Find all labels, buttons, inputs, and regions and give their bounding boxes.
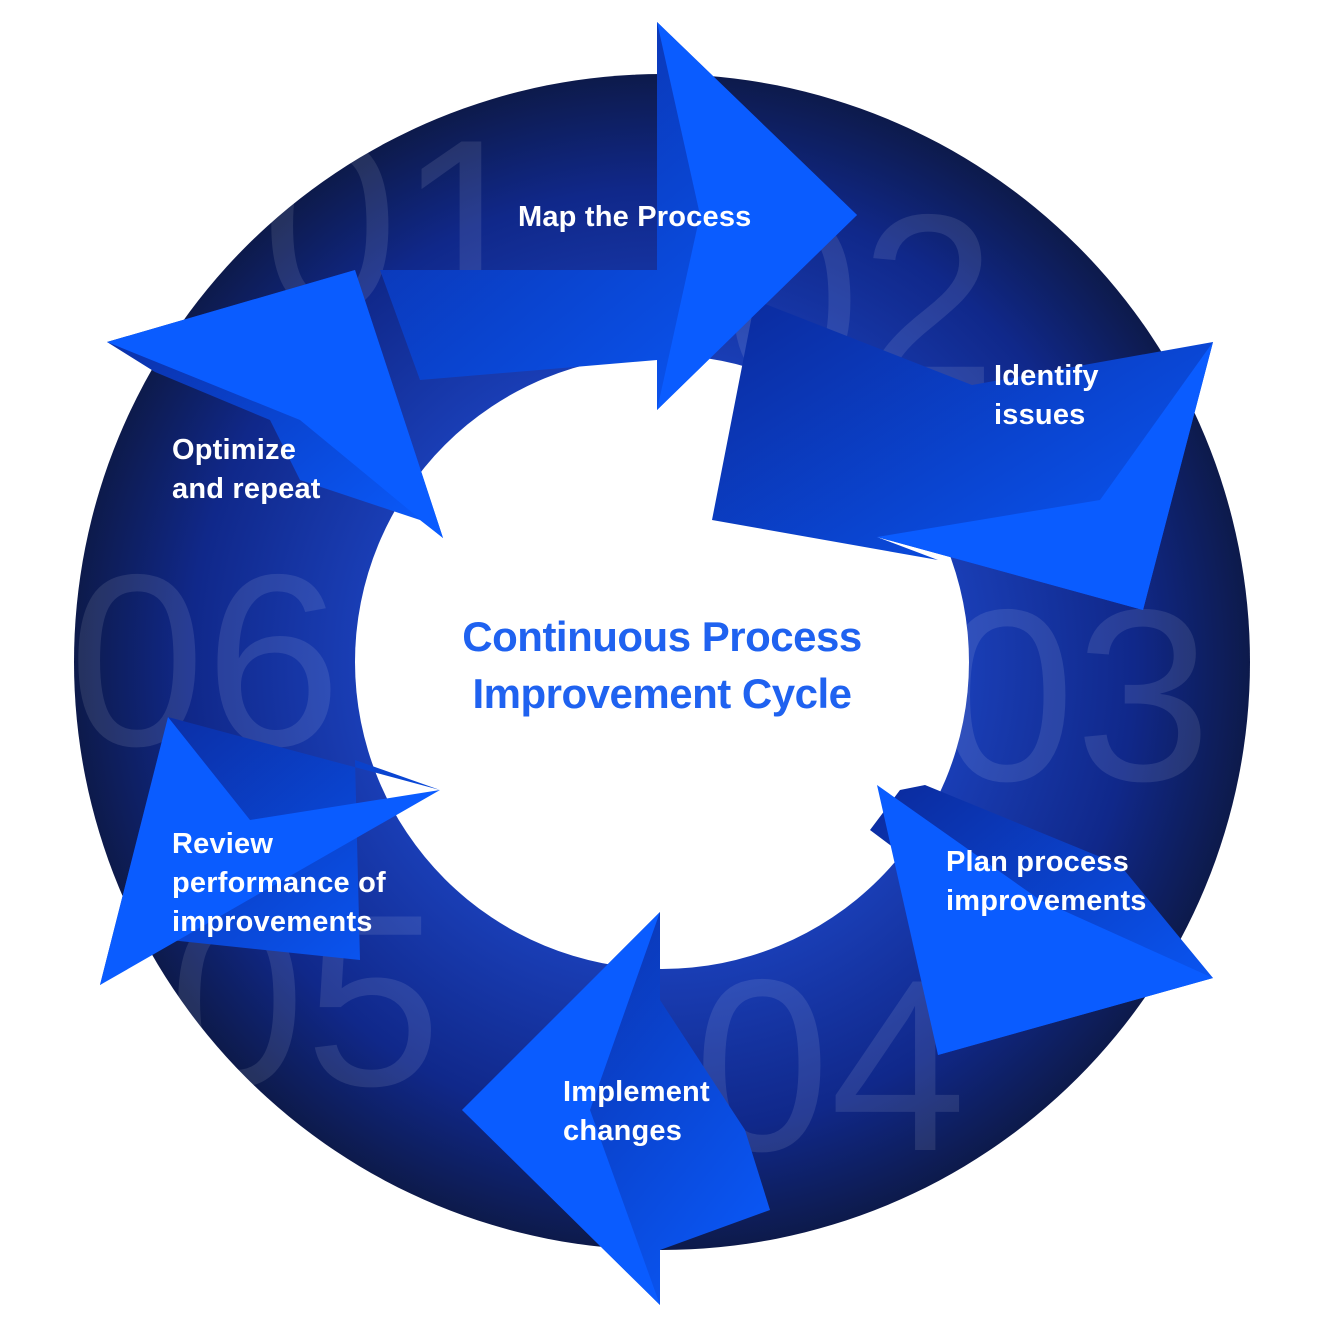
center-title-line-1: Continuous Process <box>462 613 862 660</box>
step-1-label-line-1: Map the Process <box>518 201 752 233</box>
step-3-arrowhead <box>877 785 1213 1055</box>
step-3-label-line-1: Plan process <box>946 846 1129 878</box>
step-5-arrowhead <box>100 717 440 985</box>
step-1-label: Map the Process <box>518 198 751 237</box>
step-4-label-line-2: changes <box>563 1115 683 1147</box>
step-3-number: 03 <box>939 558 1212 832</box>
step-4-label: Implement changes <box>563 1073 710 1151</box>
step-2-arrowhead <box>877 342 1213 610</box>
step-4-arrow <box>462 912 770 1305</box>
step-5-label-line-1: Review <box>172 828 274 860</box>
step-5-label: Review performance of improvements <box>172 825 386 942</box>
step-6-label: Optimize and repeat <box>172 431 321 509</box>
step-5-label-line-2: performance of <box>172 867 386 899</box>
center-title-line-2: Improvement Cycle <box>472 670 852 717</box>
step-4-arrowhead <box>462 912 660 1305</box>
step-3-label: Plan process improvements <box>946 843 1147 921</box>
step-2-label-line-1: Identify <box>994 360 1099 392</box>
step-4-label-line-1: Implement <box>563 1076 710 1108</box>
step-6-arrowhead <box>107 270 443 538</box>
step-2-label: Identify issues <box>994 357 1099 435</box>
center-title: Continuous Process Improvement Cycle <box>382 608 942 722</box>
step-5-label-line-3: improvements <box>172 906 373 938</box>
step-6-label-line-1: Optimize <box>172 434 297 466</box>
step-3-label-line-2: improvements <box>946 885 1147 917</box>
step-2-label-line-2: issues <box>994 399 1086 431</box>
step-6-label-line-2: and repeat <box>172 473 321 505</box>
step-1-arrowhead <box>657 22 857 410</box>
arrow-layer <box>100 22 1213 1305</box>
